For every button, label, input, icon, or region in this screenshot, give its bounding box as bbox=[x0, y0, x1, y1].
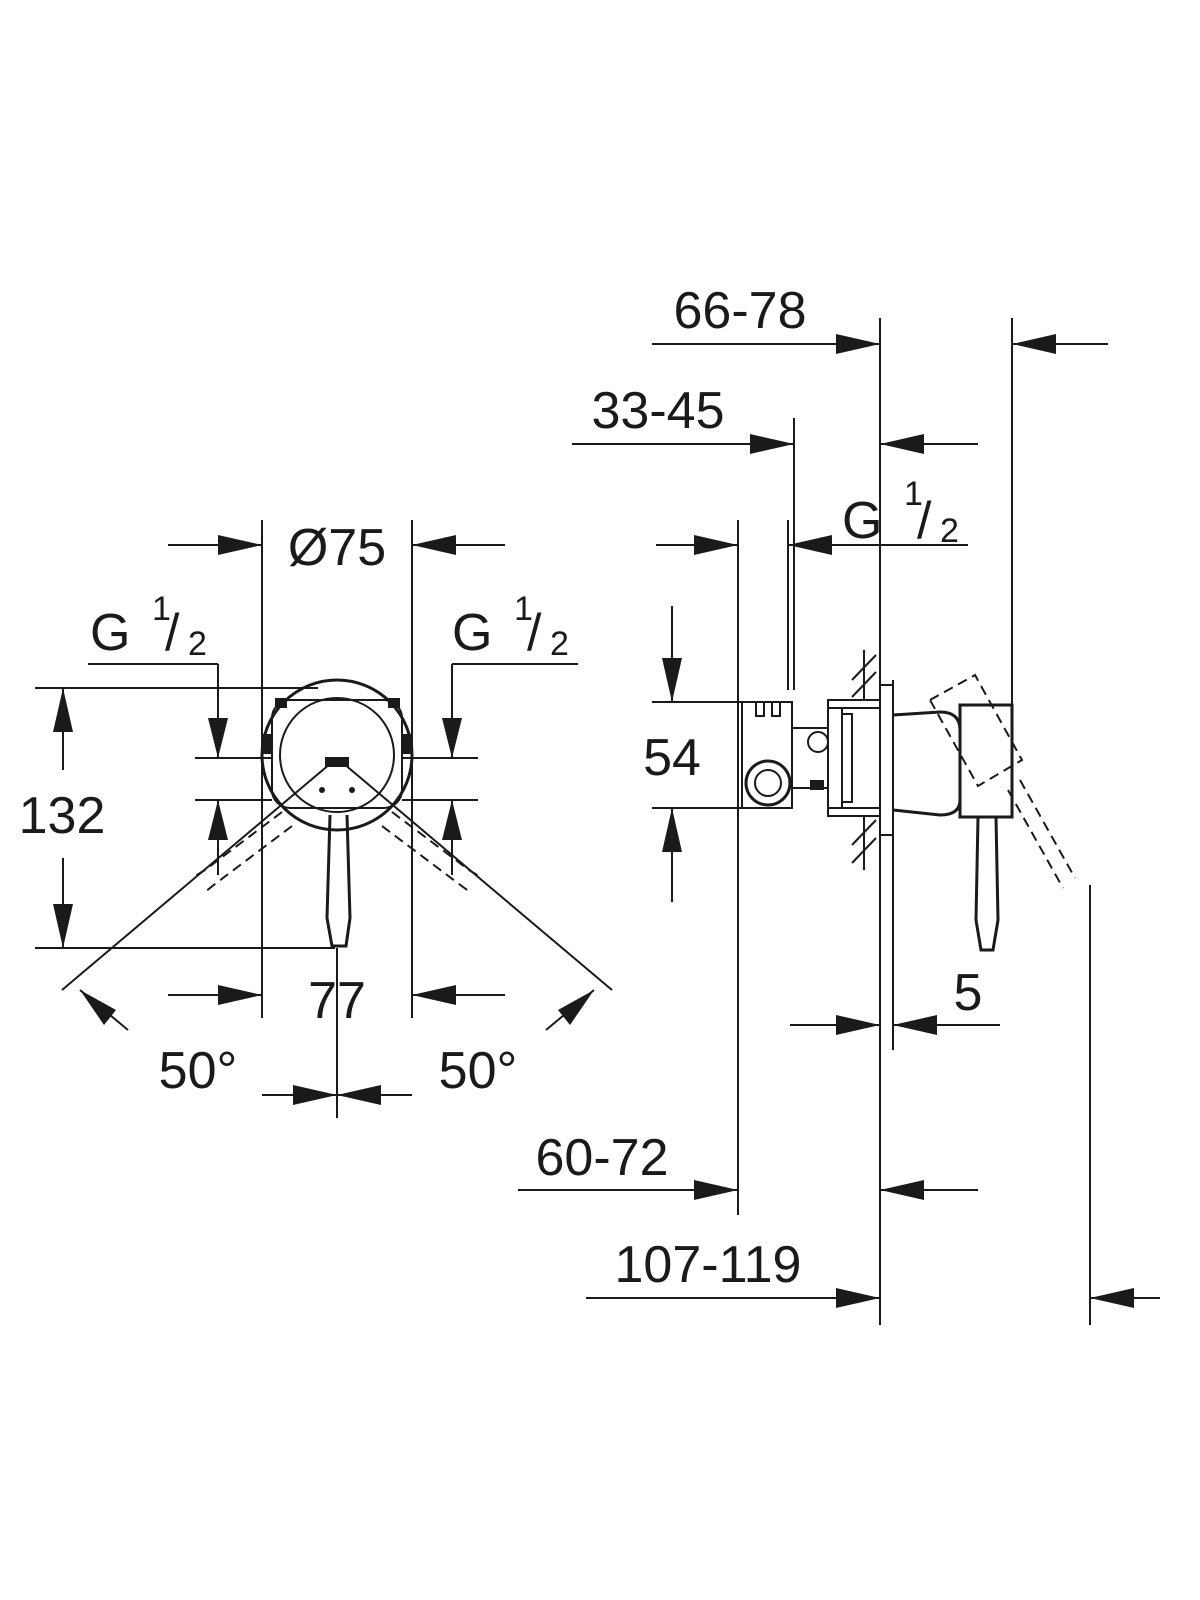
angle-right-label: 50° bbox=[439, 1042, 518, 1100]
angle-left-label: 50° bbox=[159, 1042, 238, 1100]
dimension-body-height: 54 bbox=[643, 606, 742, 902]
handle-side bbox=[892, 673, 1091, 1325]
body-height-label: 54 bbox=[643, 729, 701, 787]
g-side-slash: / bbox=[917, 492, 932, 550]
g-side-numerator: 1 bbox=[904, 475, 923, 513]
front-view: Ø75 G 1 / 2 G 1 / 2 bbox=[19, 519, 613, 1118]
lever-swing-right bbox=[381, 811, 483, 893]
g-right-numerator: 1 bbox=[514, 590, 533, 628]
g-left-numerator: 1 bbox=[152, 590, 171, 628]
dimension-diameter: Ø75 bbox=[168, 519, 505, 1018]
thread-right-callout: G 1 / 2 bbox=[402, 590, 578, 875]
diameter-label: Ø75 bbox=[288, 519, 386, 577]
g-left-slash: / bbox=[165, 604, 180, 662]
g-right-slash: / bbox=[527, 604, 542, 662]
dimension-height: 132 bbox=[19, 687, 335, 949]
thread-left-callout: G 1 / 2 bbox=[88, 590, 272, 875]
dimension-depth-max: 66-78 bbox=[652, 282, 1108, 354]
dimension-install-max: 107-119 bbox=[586, 1236, 1160, 1308]
valve-body-side bbox=[741, 650, 894, 870]
dimension-plate: 5 bbox=[790, 964, 1000, 1035]
install-max-label: 107-119 bbox=[615, 1236, 802, 1294]
thread-side-callout: G 1 / 2 bbox=[656, 475, 968, 555]
g-side-denominator: 2 bbox=[940, 512, 959, 550]
angle-markers: 50° 50° bbox=[79, 948, 595, 1118]
install-min-label: 60-72 bbox=[536, 1129, 669, 1187]
dimension-install-min: 60-72 bbox=[518, 1129, 978, 1200]
height-label: 132 bbox=[19, 787, 106, 845]
lever-swing-left bbox=[191, 811, 293, 893]
plate-label: 5 bbox=[954, 964, 983, 1022]
g-right-denominator: 2 bbox=[550, 625, 569, 663]
side-view: 66-78 33-45 G 1 / 2 bbox=[518, 282, 1160, 1325]
dimension-depth-min: 33-45 bbox=[572, 382, 978, 454]
mixer-front-body bbox=[260, 678, 414, 948]
g-side-letter: G bbox=[842, 492, 882, 550]
g-right-letter: G bbox=[452, 604, 492, 662]
g-left-letter: G bbox=[90, 604, 130, 662]
g-left-denominator: 2 bbox=[188, 625, 207, 663]
depth-min-label: 33-45 bbox=[592, 382, 725, 440]
depth-max-label: 66-78 bbox=[674, 282, 807, 340]
